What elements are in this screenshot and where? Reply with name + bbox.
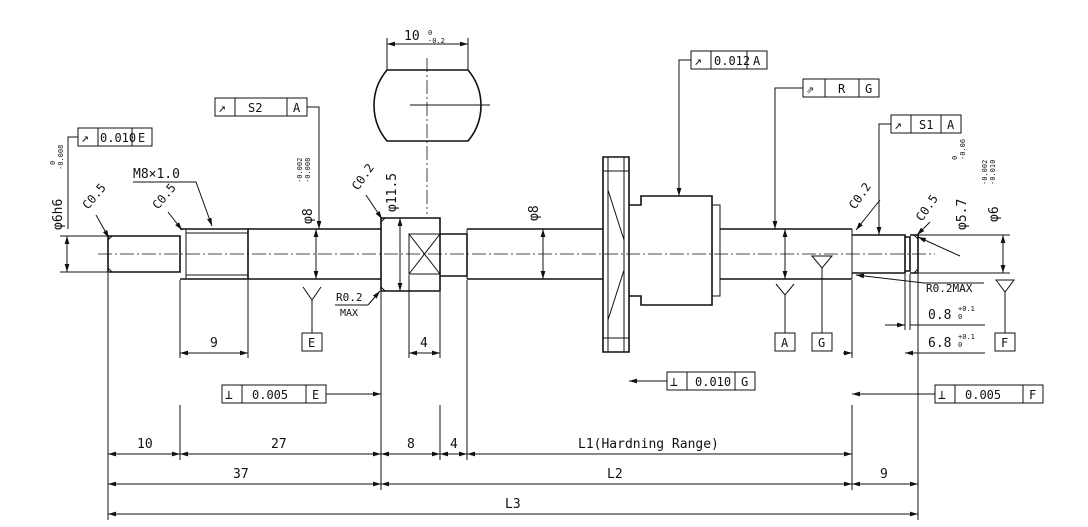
fcf-perp-f: ⊥ 0.005 F	[852, 384, 1044, 404]
d115-label: φ11.5	[385, 173, 400, 212]
datum-e: E	[301, 286, 323, 352]
fcf1-ref: E	[138, 131, 145, 145]
fcf8-ref: F	[1029, 388, 1036, 402]
datum-a-label: A	[781, 336, 789, 350]
d8-tol-label: φ8	[301, 208, 316, 224]
dim-37-label: 37	[233, 467, 249, 482]
fcf6-value: 0.005	[252, 388, 288, 402]
dim-10-label: 10	[137, 437, 153, 452]
groove-pos-tol-lower: 0	[958, 341, 962, 349]
radius-collar-sub: MAX	[340, 308, 358, 319]
radius-collar-label: R0.2	[336, 291, 363, 304]
dim-9b-label: 9	[880, 467, 888, 482]
section-view: 10 0 -0.2	[373, 29, 490, 214]
radius-right-label: R0.2MAX	[926, 282, 973, 295]
fcf-runout-s1: ↗ S1 A	[876, 114, 962, 235]
fcf2-ref: A	[293, 101, 301, 115]
dim-l3-label: L3	[505, 497, 521, 512]
perpendicularity-icon: ⊥	[938, 388, 946, 403]
fit-tol-lower: -0.008	[57, 145, 65, 170]
groove-w-tol-lower: 0	[958, 313, 962, 321]
datum-f: F	[994, 279, 1016, 352]
left-fit-diameter: φ6h6 0 -0.008	[49, 145, 108, 273]
chamfer-c05-left: C0.5	[80, 181, 109, 212]
d8-diameter: φ8	[527, 205, 546, 279]
dim-groove-position: 6.8 +0.1 0	[843, 280, 985, 358]
d57-diameter: φ5.7 0 -0.06	[917, 139, 970, 257]
fcf6-ref: E	[312, 388, 319, 402]
fcf4-ref: G	[865, 82, 872, 96]
cut-width-label: 10	[404, 29, 420, 44]
fcf-runout-left: ↗ 0.010 E	[67, 127, 153, 229]
d57-tol-upper: 0	[951, 156, 959, 160]
runout-icon: ↗	[894, 118, 902, 133]
fcf5-value: S1	[919, 118, 933, 132]
cut-tol-upper: 0	[428, 29, 432, 37]
d6-tol-lower: -0.010	[989, 160, 997, 185]
fcf-perp-e: ⊥ 0.005 E	[221, 384, 381, 404]
runout-icon: ↗	[81, 131, 89, 146]
dim-9-thread: 9	[179, 280, 249, 358]
dim-4-flat: 4	[408, 275, 441, 358]
fit-diameter-label: φ6h6	[51, 199, 66, 230]
chamfer-callouts: C0.5 C0.5 M8×1.0 C0.2 C0.2 C0.5	[80, 161, 941, 239]
d57-label: φ5.7	[955, 199, 970, 230]
fcf5-ref: A	[947, 118, 955, 132]
dim-8-label: 8	[407, 437, 415, 452]
fcf-runout-s2: ↗ S2 A	[214, 97, 322, 229]
fcf4-value: R	[838, 82, 846, 96]
groove-position-label: 6.8	[928, 336, 951, 351]
dim-l2-label: L2	[607, 467, 623, 482]
fcf7-value: 0.010	[695, 375, 731, 389]
fcf8-value: 0.005	[965, 388, 1001, 402]
fcf-perp-g: ⊥ 0.010 G	[629, 371, 756, 391]
chamfer-c05-thread: C0.5	[150, 181, 179, 212]
dimension-chain: 10 27 8 4 L1(Hardning Range) 37 L2 9 L3	[107, 273, 919, 520]
d8-tol-upper: -0.002	[296, 158, 304, 183]
runout-icon: ↗	[694, 54, 702, 69]
thread-spec-label: M8×1.0	[133, 167, 180, 182]
shaft-body	[107, 156, 919, 353]
fcf3-ref: A	[753, 54, 761, 68]
datum-a: A	[774, 283, 796, 352]
d8-tol-diameter: φ8 -0.002 -0.008	[296, 158, 319, 279]
groove-pos-tol-upper: +0.1	[958, 333, 975, 341]
runout-icon: ↗	[218, 101, 226, 116]
d6-diameter: φ6 -0.002 -0.010	[918, 160, 1010, 274]
fcf3-value: 0.012	[714, 54, 750, 68]
dim-27-label: 27	[271, 437, 287, 452]
d8-tol-lower: -0.008	[304, 158, 312, 183]
fcf2-value: S2	[248, 101, 262, 115]
perpendicularity-icon: ⊥	[670, 375, 678, 390]
cut-tol-lower: -0.2	[428, 37, 445, 45]
groove-w-tol-upper: +0.1	[958, 305, 975, 313]
groove-width-label: 0.8	[928, 308, 951, 323]
datum-e-label: E	[308, 336, 315, 350]
fcf-runout-nut: ↗ 0.012 A	[676, 50, 768, 196]
chamfer-c05-right: C0.5	[913, 192, 941, 224]
d115-diameter: φ11.5	[385, 173, 403, 291]
fcf-total-runout: ⇗ R G	[772, 78, 880, 229]
datum-g: G	[810, 255, 834, 352]
d8-label: φ8	[527, 205, 542, 221]
d57-tol-lower: -0.06	[959, 139, 967, 160]
d6-label: φ6	[987, 206, 1002, 222]
fcf7-ref: G	[741, 375, 748, 389]
perpendicularity-icon: ⊥	[225, 388, 233, 403]
d6-tol-upper: -0.002	[981, 160, 989, 185]
total-runout-icon: ⇗	[806, 82, 814, 97]
dim-4b-label: 4	[450, 437, 458, 452]
dim-groove-width: 0.8 +0.1 0	[885, 274, 985, 330]
chamfer-c02-collar: C0.2	[349, 161, 377, 193]
radius-callouts: R0.2 MAX R0.2MAX	[335, 273, 984, 319]
dim-l1-label: L1(Hardning Range)	[578, 437, 719, 452]
chamfer-c02-right: C0.2	[846, 180, 874, 212]
dim-4-label: 4	[420, 336, 428, 351]
fit-tol-upper: 0	[49, 161, 57, 165]
fcf1-value: 0.010	[100, 131, 136, 145]
datum-g-label: G	[818, 336, 825, 350]
dim-9-label: 9	[210, 336, 218, 351]
datum-f-label: F	[1001, 336, 1008, 350]
